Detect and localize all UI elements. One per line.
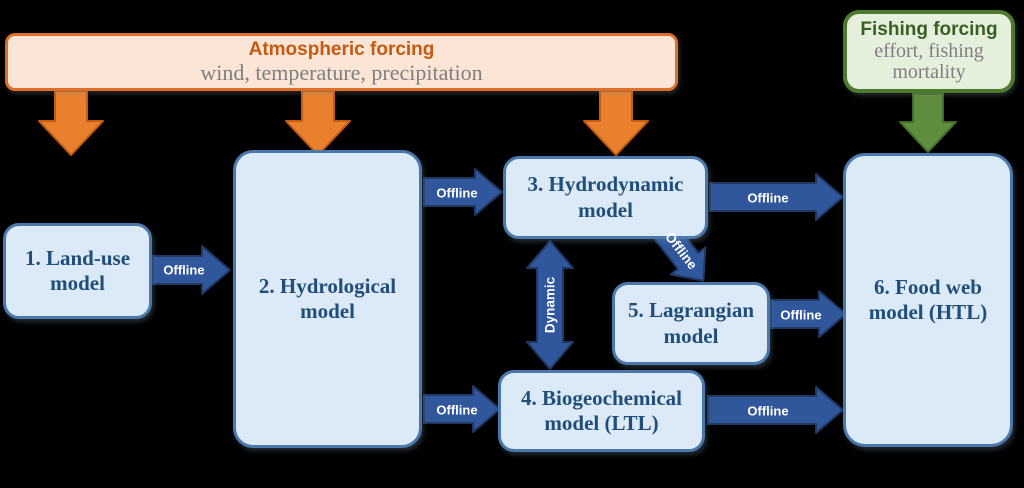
arrow-dynamic-hydrodynamic-biogeochemical [526,240,574,370]
model-box-hydrological: 2. Hydrological model [233,150,422,448]
atmospheric-arrow-3-icon [583,90,649,156]
fishing-forcing-subtitle: effort, fishing mortality [874,39,984,83]
atmospheric-arrow-2-icon [285,90,351,156]
edge-label-dynamic: Dynamic [542,276,558,334]
model-box-lagrangian: 5. Lagrangian model [612,282,770,365]
model-box-food-web: 6. Food web model (HTL) [843,153,1013,447]
edge-label-biogeochemical-foodweb: Offline [742,401,794,421]
edge-label-hydrological-hydrodynamic: Offline [431,183,483,203]
model-label-land-use: 1. Land-use model [24,245,131,295]
fishing-forcing-title: Fishing forcing [860,19,998,41]
atmospheric-forcing-box: Atmospheric forcing wind, temperature, p… [5,33,678,91]
model-label-biogeochemical: 4. Biogeochemical model (LTL) [521,385,682,435]
model-box-land-use: 1. Land-use model [3,223,152,319]
atmospheric-forcing-title: Atmospheric forcing [248,38,435,60]
atmospheric-forcing-subtitle: wind, temperature, precipitation [200,59,483,85]
model-box-biogeochemical: 4. Biogeochemical model (LTL) [498,370,705,452]
edge-label-lagrangian-foodweb: Offline [775,305,827,325]
model-label-hydrological: 2. Hydrological model [258,273,397,323]
edge-label-landuse-hydrological: Offline [158,260,210,280]
edge-label-hydrological-biogeochemical: Offline [431,400,483,420]
model-box-hydrodynamic: 3. Hydrodynamic model [503,156,708,239]
model-label-lagrangian: 5. Lagrangian model [627,298,755,348]
fishing-arrow-icon [899,93,957,153]
model-label-hydrodynamic: 3. Hydrodynamic model [527,172,684,222]
fishing-forcing-box: Fishing forcing effort, fishing mortalit… [843,10,1015,93]
model-label-food-web: 6. Food web model (HTL) [868,274,988,324]
edge-label-hydrodynamic-foodweb: Offline [742,188,794,208]
atmospheric-arrow-1-icon [38,90,104,156]
